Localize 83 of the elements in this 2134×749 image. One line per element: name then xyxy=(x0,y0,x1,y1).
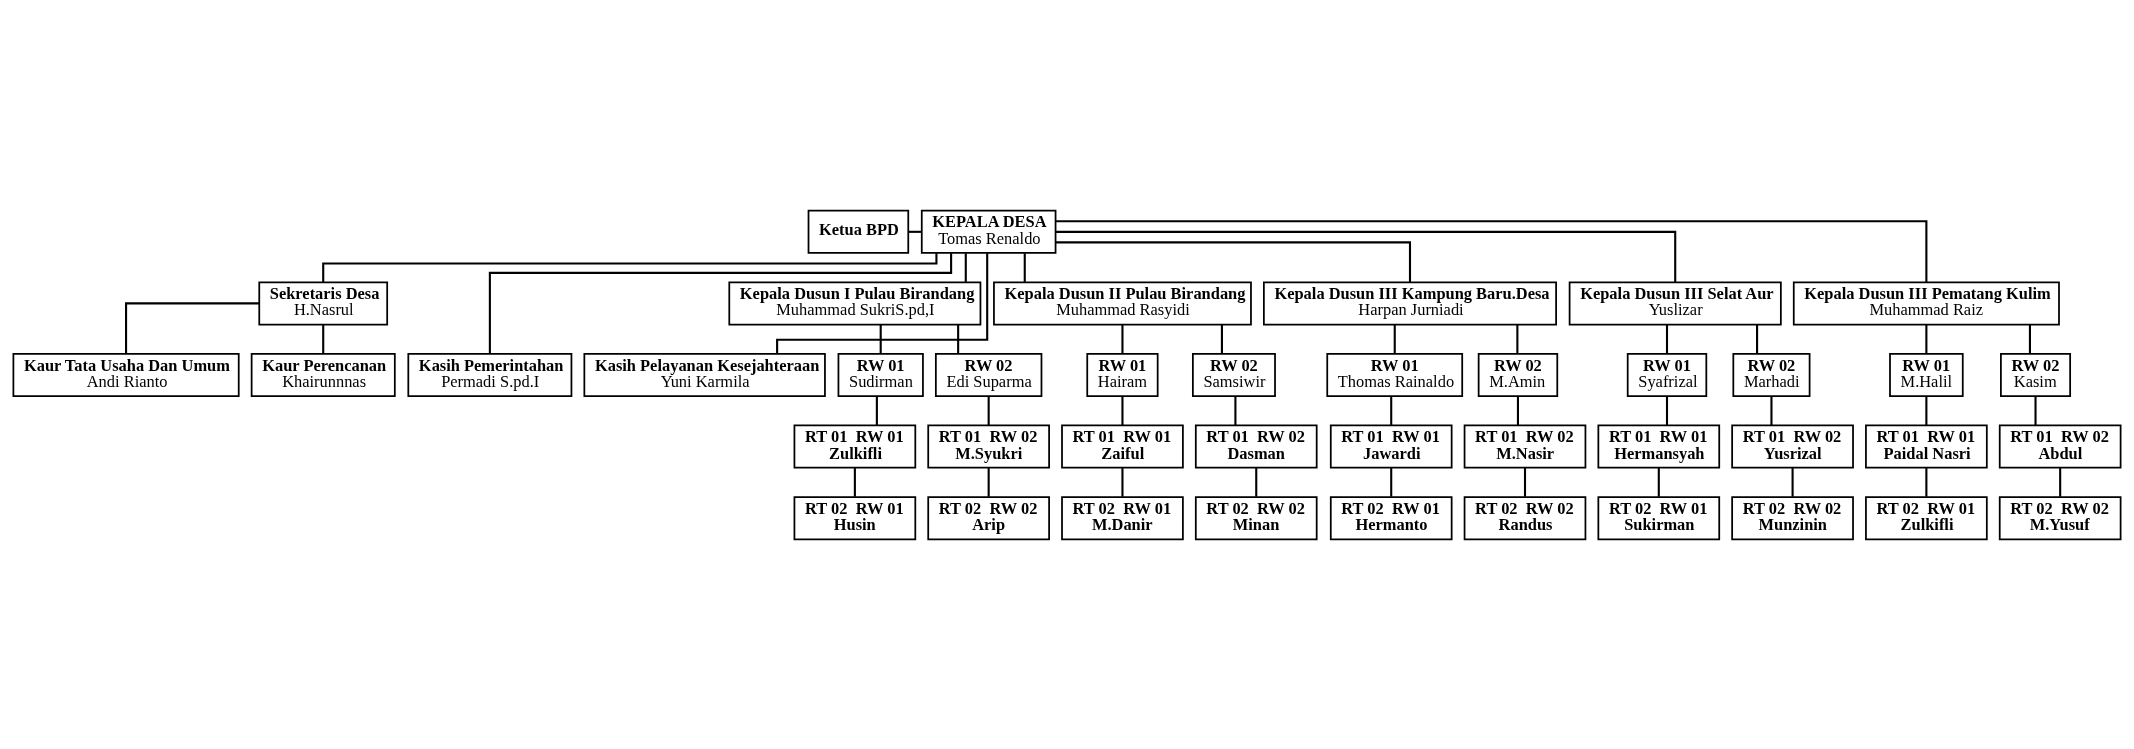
connector xyxy=(879,324,882,354)
node-box: RW 02 Samsiwir xyxy=(1192,352,1276,397)
node-box: RW 02 M.Amin xyxy=(1477,352,1559,397)
connector xyxy=(1791,467,1794,497)
connector xyxy=(776,252,989,354)
node-box: RT 02 RW 02 M.Yusuf xyxy=(1998,495,2122,540)
connector xyxy=(2059,467,2062,497)
connector xyxy=(1055,240,1412,282)
node-box: RT 02 RW 01 Sukirman xyxy=(1597,495,1721,540)
connector xyxy=(1055,219,1928,282)
node-box: RT 02 RW 02 Arip xyxy=(927,495,1050,540)
connector xyxy=(2034,396,2037,425)
connector xyxy=(853,467,856,497)
connector xyxy=(987,467,990,497)
connector xyxy=(1925,467,1928,497)
connector xyxy=(1657,467,1660,497)
node-box: RT 01 RW 01 Paidal Nasri xyxy=(1865,424,1988,469)
node-box: Kepala Dusun III Selat Aur Yuslizar xyxy=(1568,280,1782,325)
connector xyxy=(964,252,967,282)
connector xyxy=(987,396,990,425)
connector xyxy=(1516,324,1519,354)
connector xyxy=(908,230,922,233)
node-box: RT 02 RW 01 Zulkifli xyxy=(1865,495,1988,540)
node-box: Kasih Pelayanan Kesejahteraan Yuni Karmila xyxy=(583,352,826,397)
connector xyxy=(1516,396,1519,425)
node-box: RT 02 RW 01 Hermanto xyxy=(1329,495,1453,540)
connector xyxy=(1925,396,1928,425)
connector xyxy=(1756,324,1759,354)
connector xyxy=(1390,396,1393,425)
node-box: RT 01 RW 01 Hermansyah xyxy=(1597,424,1721,469)
node-box: RT 01 RW 02 Abdul xyxy=(1998,424,2122,469)
connector xyxy=(1390,467,1393,497)
connector xyxy=(2028,324,2031,354)
connector xyxy=(1393,324,1396,354)
node-box: RT 01 RW 01 Zulkifli xyxy=(793,424,917,469)
node-box: Kaur Tata Usaha Dan Umum Andi Rianto xyxy=(12,352,240,397)
connector xyxy=(322,324,325,354)
connector xyxy=(488,252,953,354)
connector xyxy=(1121,467,1124,497)
node-box: RW 01 M.Halil xyxy=(1889,352,1964,397)
connector xyxy=(1023,252,1026,282)
node-box: RT 02 RW 01 Husin xyxy=(793,495,917,540)
node-box: RT 01 RW 01 Zaiful xyxy=(1061,424,1184,469)
node-box: RW 01 Hairam xyxy=(1086,352,1159,397)
node-box: Kepala Dusun III Pematang Kulim Muhammad Raiz xyxy=(1792,280,2060,325)
connector xyxy=(1255,467,1258,497)
node-box: RT 02 RW 02 Munzinin xyxy=(1731,495,1854,540)
node-box: KEPALA DESA Tomas Renaldo xyxy=(920,209,1057,254)
node-box: RT 02 RW 02 Minan xyxy=(1194,495,1318,540)
node-box: RW 02 Marhadi xyxy=(1732,352,1811,397)
connector xyxy=(1220,324,1223,354)
node-box: Kepala Dusun II Pulau Birandang Muhammad Rasyidi xyxy=(993,280,1252,325)
node-box: RW 02 Kasim xyxy=(2000,352,2071,397)
node-box: RW 01 Syafrizal xyxy=(1626,352,1708,397)
node-box: RT 02 RW 02 Randus xyxy=(1463,495,1587,540)
node-box: Kaur Perencanan Khairunnnas xyxy=(250,352,396,397)
connector xyxy=(1121,396,1124,425)
connector xyxy=(1665,324,1669,354)
connector xyxy=(1925,324,1928,354)
connector xyxy=(1055,230,1677,282)
connector xyxy=(125,301,260,353)
node-box: RW 01 Sudirman xyxy=(837,352,924,397)
node-box: RT 01 RW 02 M.Nasir xyxy=(1463,424,1587,469)
connector xyxy=(1523,467,1527,497)
connector xyxy=(1665,396,1669,425)
connector xyxy=(322,252,938,282)
connector xyxy=(1770,396,1773,425)
node-box: RT 01 RW 02 Dasman xyxy=(1194,424,1318,469)
node-box: Sekretaris Desa H.Nasrul xyxy=(258,280,389,325)
node-box: Kepala Dusun I Pulau Birandang Muhammad SukriS.pd,I xyxy=(728,280,982,325)
connector xyxy=(875,395,878,425)
node-box: RT 01 RW 02 Yusrizal xyxy=(1731,424,1854,469)
node-box: RW 01 Thomas Rainaldo xyxy=(1326,352,1464,397)
connector xyxy=(957,324,960,354)
node-box: Kasih Pemerintahan Permadi S.pd.I xyxy=(407,352,573,397)
node-box: Kepala Dusun III Kampung Baru.Desa Harpan Jurniadi xyxy=(1263,280,1557,325)
node-box: RT 02 RW 01 M.Danir xyxy=(1061,495,1184,540)
node-box: RW 02 Edi Suparma xyxy=(934,352,1043,397)
node-box: Ketua BPD xyxy=(807,209,910,254)
node-box: RT 01 RW 02 M.Syukri xyxy=(927,424,1050,469)
connector xyxy=(1121,324,1124,354)
node-box: RT 01 RW 01 Jawardi xyxy=(1329,424,1453,469)
connector xyxy=(1234,396,1237,425)
